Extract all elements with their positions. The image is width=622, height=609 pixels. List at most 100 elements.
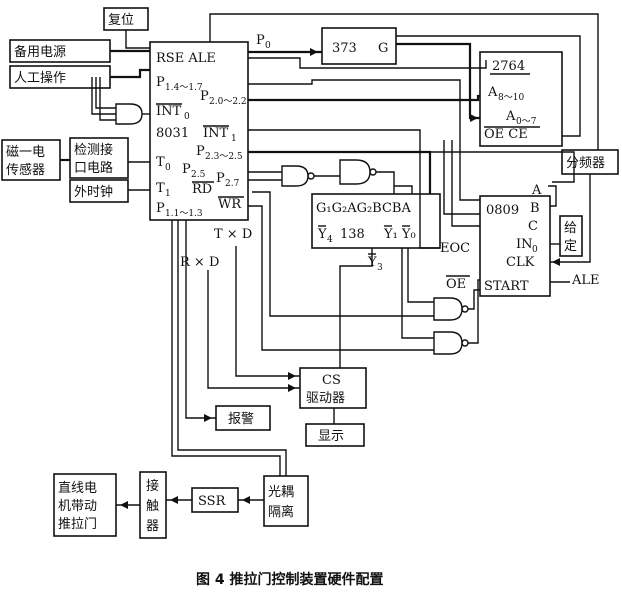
eprom-2764-box: 2764 A 8～10 A 0～7 OE CE bbox=[479, 51, 563, 147]
optocoupler-line2: 隔离 bbox=[268, 504, 294, 520]
decoder-y1-y0: Y₁ Y₀ bbox=[383, 227, 416, 242]
p0-sub: 0 bbox=[265, 41, 271, 51]
cpu-int1: INT bbox=[203, 126, 229, 141]
a8-10-sub: 8～10 bbox=[498, 93, 524, 103]
setpoint-box: 给 定 bbox=[559, 215, 583, 257]
linear-motor-line2: 机带动 bbox=[58, 499, 97, 514]
p0-label: P bbox=[256, 33, 265, 48]
adc-0809-label: 0809 bbox=[486, 203, 519, 218]
adc-c: C bbox=[528, 219, 538, 234]
decoder-y4-sub: 4 bbox=[327, 235, 333, 245]
external-clock-box: 外时钟 bbox=[69, 179, 129, 203]
cpu-t1-sub: 1 bbox=[165, 189, 171, 199]
a0-7-sub: 0～7 bbox=[516, 117, 537, 127]
adc-clk: CLK bbox=[506, 255, 535, 270]
adc-a: A bbox=[531, 183, 542, 198]
cpu-p20-22: P bbox=[200, 89, 209, 104]
latch-373-box: 373 G bbox=[321, 27, 397, 65]
reset-label: 复位 bbox=[108, 13, 134, 28]
cpu-p14-17: P bbox=[156, 75, 165, 90]
contactor-line1: 接 bbox=[146, 478, 159, 494]
cpu-int0: INT bbox=[156, 104, 182, 119]
decoder-138-box: G₁G₂AG₂BCBA Y 4 138 Y₁ Y₀ bbox=[311, 193, 441, 249]
cpu-rse-ale: RSE ALE bbox=[156, 51, 216, 66]
magnetic-sensor-line1: 磁一电 bbox=[6, 145, 45, 160]
driver-label: 驱动器 bbox=[306, 391, 345, 406]
rxd-label: R × D bbox=[180, 255, 219, 270]
oe-label: OE bbox=[446, 277, 466, 292]
adc-0809-box: 0809 A B C IN 0 CLK START bbox=[479, 183, 551, 297]
setpoint-line1: 给 bbox=[564, 221, 577, 236]
adc-start: START bbox=[484, 279, 529, 294]
contactor-box: 接 触 器 bbox=[139, 471, 167, 539]
adc-b: B bbox=[530, 201, 540, 216]
cpu-p20-22-sub: 2.0～2.2 bbox=[209, 97, 247, 107]
optocoupler-line1: 光耦 bbox=[268, 485, 294, 500]
eoc-label: EOC bbox=[440, 241, 470, 256]
freq-divider-label: 分频器 bbox=[566, 156, 605, 171]
cpu-t1: T bbox=[156, 181, 165, 196]
linear-motor-line1: 直线电 bbox=[58, 481, 97, 496]
detection-interface-box: 检测接 口电路 bbox=[69, 137, 129, 179]
cpu-p27-sub: 2.7 bbox=[225, 179, 240, 189]
contactor-line2: 触 bbox=[146, 499, 159, 514]
manual-operation-label: 人工操作 bbox=[14, 70, 66, 86]
detection-interface-line2: 口电路 bbox=[74, 160, 113, 176]
detection-interface-line1: 检测接 bbox=[74, 142, 113, 158]
cpu-t0-sub: 0 bbox=[165, 163, 171, 173]
display-label: 显示 bbox=[318, 429, 344, 444]
a8-10-label: A bbox=[487, 85, 498, 100]
cpu-p14-17-sub: 1.4～1.7 bbox=[165, 83, 203, 93]
decoder-y4: Y bbox=[317, 227, 327, 242]
display-box: 显示 bbox=[305, 423, 365, 447]
cpu-p25-sub: 2.5 bbox=[191, 170, 206, 180]
cpu-p27: P bbox=[216, 171, 225, 186]
reset-box: 复位 bbox=[103, 7, 149, 31]
latch-373-g: G bbox=[378, 41, 388, 56]
a0-7-label: A bbox=[505, 109, 516, 124]
magnetic-sensor-box: 磁一电 传感器 bbox=[1, 139, 61, 181]
cpu-p11-13: P bbox=[156, 201, 165, 216]
external-clock-label: 外时钟 bbox=[74, 184, 113, 200]
ssr-label: SSR bbox=[198, 494, 227, 509]
alarm-box: 报警 bbox=[215, 405, 271, 431]
contactor-line3: 器 bbox=[146, 519, 159, 534]
setpoint-line2: 定 bbox=[564, 239, 577, 254]
cpu-p11-13-sub: 1.1～1.3 bbox=[165, 209, 203, 219]
linear-motor-line3: 推拉门 bbox=[58, 517, 97, 532]
cs-label: CS bbox=[322, 373, 341, 388]
backup-power-box: 备用电源 bbox=[9, 39, 111, 63]
manual-operation-box: 人工操作 bbox=[9, 65, 111, 89]
decoder-inputs: G₁G₂AG₂BCBA bbox=[316, 201, 411, 216]
ssr-box: SSR bbox=[191, 487, 239, 513]
figure-caption: 图 4 推拉门控制装置硬件配置 bbox=[196, 571, 384, 588]
cpu-t0: T bbox=[156, 155, 165, 170]
cpu-8031: 8031 bbox=[156, 126, 189, 141]
cpu-p23-25-sub: 2.3～2.5 bbox=[205, 152, 243, 162]
cs-driver-box: CS 驱动器 bbox=[299, 367, 367, 409]
adc-in0-sub: 0 bbox=[532, 245, 538, 255]
wires bbox=[60, 13, 599, 506]
backup-power-label: 备用电源 bbox=[14, 44, 66, 60]
latch-373-label: 373 bbox=[332, 41, 357, 56]
alarm-label: 报警 bbox=[228, 411, 254, 427]
cpu-int0-sub: 0 bbox=[184, 112, 190, 122]
eprom-2764-label: 2764 bbox=[492, 59, 525, 74]
oe-ce-label: OE CE bbox=[484, 127, 528, 142]
cpu-8031-block: RSE ALE P 1.4～1.7 P 2.0～2.2 INT 0 8031 I… bbox=[149, 41, 249, 221]
decoder-138-label: 138 bbox=[340, 227, 365, 242]
y3-sub: 3 bbox=[377, 263, 383, 273]
cpu-p23-25: P bbox=[196, 144, 205, 159]
ale-label: ALE bbox=[571, 273, 600, 288]
cpu-wr: WR bbox=[218, 197, 242, 212]
magnetic-sensor-line2: 传感器 bbox=[6, 162, 45, 178]
cpu-p25: P bbox=[182, 162, 191, 177]
optocoupler-box: 光耦 隔离 bbox=[263, 475, 309, 527]
freq-divider-box: 分频器 bbox=[561, 149, 619, 175]
arrowheads bbox=[120, 48, 560, 509]
adc-in0: IN bbox=[516, 237, 533, 252]
cpu-rd: RD bbox=[192, 182, 212, 197]
cpu-int1-sub: 1 bbox=[231, 134, 237, 144]
